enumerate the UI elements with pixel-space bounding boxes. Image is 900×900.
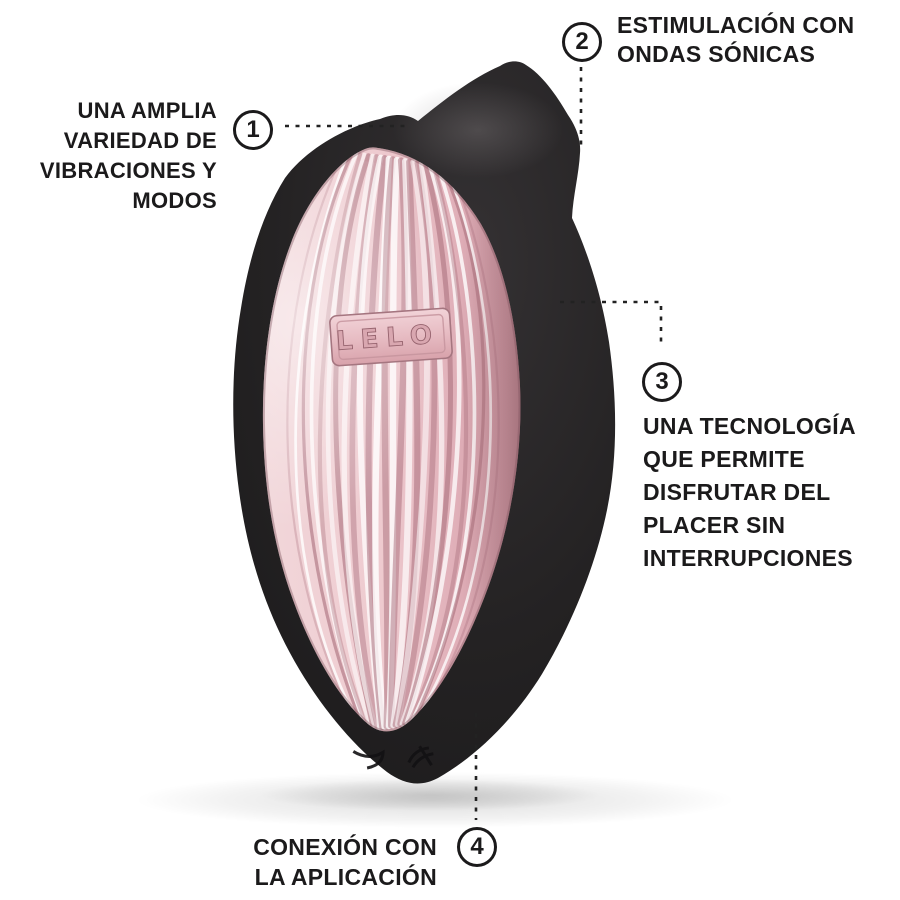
floor-shadow-core <box>260 779 600 811</box>
callout-4-line: CONEXIÓN CON <box>253 834 437 860</box>
callout-3-line: DISFRUTAR DEL <box>643 479 831 505</box>
regulatory-emboss-icon <box>352 745 434 770</box>
callout-text-3: UNA TECNOLOGÍA QUE PERMITE DISFRUTAR DEL… <box>643 410 856 575</box>
callout-text-2: ESTIMULACIÓN CON ONDAS SÓNICAS <box>617 11 854 69</box>
nozzle-sheen <box>393 82 563 178</box>
leader-line-3 <box>560 300 663 348</box>
callout-badge-2: 2 <box>562 22 602 62</box>
callout-3-line: QUE PERMITE <box>643 446 805 472</box>
callout-1-line: UNA AMPLIA <box>77 98 217 123</box>
callout-badge-1: 1 <box>233 110 273 150</box>
lelo-logo-plate: LELO <box>329 307 453 367</box>
callout-1-line: VARIEDAD DE <box>63 128 217 153</box>
callout-2-line: ESTIMULACIÓN CON <box>617 12 855 38</box>
callout-1-line: VIBRACIONES Y <box>39 158 217 183</box>
callout-2-line: ONDAS SÓNICAS <box>617 41 816 67</box>
callout-1-line: MODOS <box>132 188 217 213</box>
callout-4-line: LA APLICACIÓN <box>254 864 437 890</box>
callout-badge-4: 4 <box>457 827 497 867</box>
callout-3-line: UNA TECNOLOGÍA <box>643 413 856 439</box>
lelo-logo-text: LELO <box>335 320 441 357</box>
callout-3-line: INTERRUPCIONES <box>643 545 853 571</box>
callout-text-4: CONEXIÓN CON LA APLICACIÓN <box>200 832 437 892</box>
callout-3-line: PLACER SIN <box>643 512 786 538</box>
leader-lines <box>285 67 663 820</box>
callout-badge-3: 3 <box>642 362 682 402</box>
callout-text-1: UNA AMPLIA VARIEDAD DE VIBRACIONES Y MOD… <box>10 96 217 216</box>
